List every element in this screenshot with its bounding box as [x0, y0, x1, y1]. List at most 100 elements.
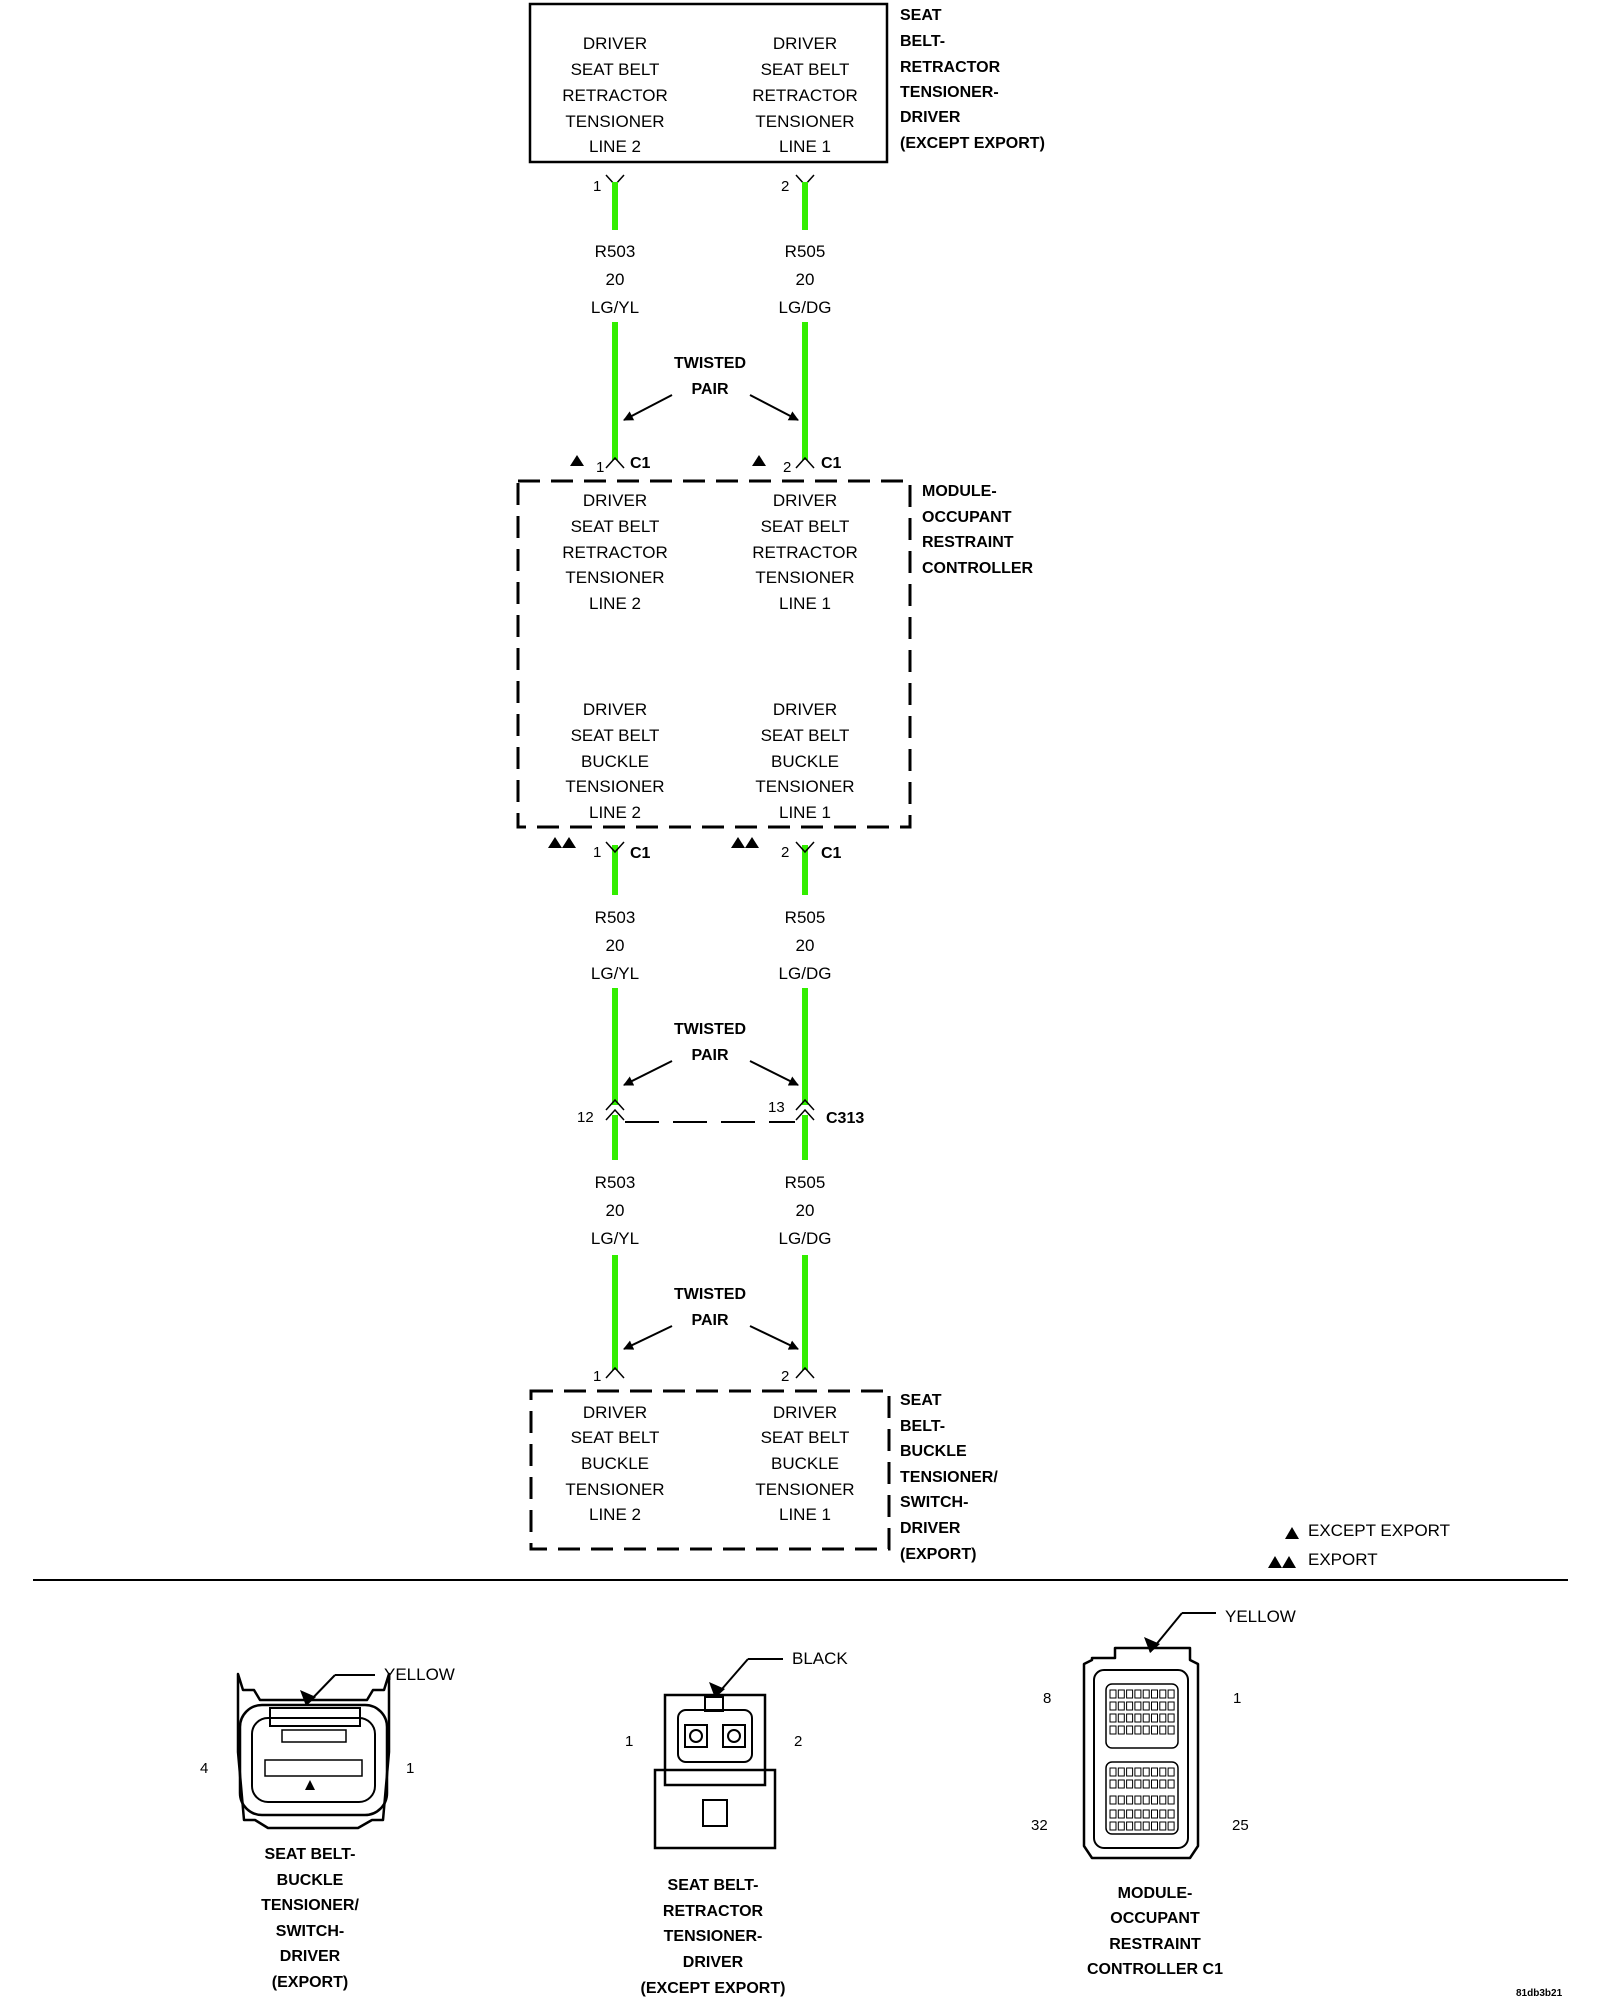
- orc-terminal-cavity: [1134, 1713, 1142, 1723]
- orc-pin-top-right: 2: [783, 459, 791, 476]
- orc-terminal-cavity: [1117, 1779, 1125, 1789]
- circuit-right-id-2: R505: [785, 908, 826, 927]
- orc-terminal-cavity: [1109, 1689, 1117, 1699]
- twisted-pair-label-1b: PAIR: [691, 381, 728, 398]
- orc-connector-block-lower: [1105, 1761, 1179, 1835]
- orc-upper-right-3: TENSIONER: [755, 568, 854, 587]
- retractor-func-right-1: SEAT BELT: [761, 60, 850, 79]
- orc-connector-top-right: C1: [821, 455, 842, 472]
- circuit-left-color-3: LG/YL: [591, 1229, 639, 1248]
- orc-pin-top-left-symbol: [605, 456, 625, 469]
- orc-terminal-cavity: [1151, 1767, 1158, 1777]
- orc-terminal-cavity: [1109, 1779, 1117, 1789]
- retractor-func-right-4: LINE 1: [779, 137, 831, 156]
- orc-lower-left-2: BUCKLE: [581, 752, 649, 771]
- orc-lower-right-2: BUCKLE: [771, 752, 839, 771]
- orc-terminal-cavity: [1167, 1689, 1175, 1699]
- circuit-left-id-1: R503: [595, 242, 636, 261]
- orc-pin-bottom-right-symbol: [795, 841, 815, 854]
- orc-view-pin-tr: 1: [1233, 1690, 1241, 1707]
- orc-terminal-cavity: [1167, 1725, 1175, 1735]
- export-marker-2b: [745, 837, 759, 848]
- legend: EXCEPT EXPORT EXPORT: [1268, 1521, 1450, 1569]
- circuit-left-id-2: R503: [595, 908, 636, 927]
- orc-terminal-cavity: [1109, 1795, 1117, 1805]
- retractor-view-title-1: RETRACTOR: [663, 1903, 764, 1920]
- orc-terminal-cavity: [1109, 1809, 1117, 1819]
- retractor-component: DRIVER SEAT BELT RETRACTOR TENSIONER LIN…: [528, 2, 1045, 164]
- buckle-pin-right: 2: [781, 1368, 789, 1385]
- orc-terminal-cavity: [1159, 1701, 1167, 1711]
- circuit-left-color-1: LG/YL: [591, 298, 639, 317]
- orc-terminal-cavity: [1134, 1689, 1142, 1699]
- orc-upper-left-2: RETRACTOR: [562, 543, 667, 562]
- twisted-pair-arrow-2-left: [623, 1060, 673, 1086]
- orc-terminal-cavity: [1159, 1689, 1167, 1699]
- orc-upper-left-3: TENSIONER: [565, 568, 664, 587]
- orc-terminal-cavity: [1126, 1767, 1134, 1777]
- connector-view-buckle: 4 1 YELLOW SEAT BELT- BUCKLE TENSIONER/ …: [200, 1665, 455, 1991]
- orc-terminal-cavity: [1151, 1821, 1158, 1831]
- export-marker-2a: [731, 837, 745, 848]
- orc-connector-pins: [1109, 1689, 1175, 1831]
- twisted-pair-arrow-1-left: [623, 394, 673, 421]
- wires: [612, 182, 808, 1370]
- orc-connector-face: [1093, 1669, 1189, 1849]
- orc-terminal-cavity: [1134, 1779, 1142, 1789]
- retractor-connector-latch: [704, 1696, 724, 1712]
- retractor-func-left-3: TENSIONER: [565, 112, 664, 131]
- figure-id: 81db3b21: [1516, 1988, 1563, 1999]
- buckle-title-2: BUCKLE: [900, 1443, 967, 1460]
- buckle-pin-right-symbol: [795, 1366, 815, 1379]
- orc-terminal-cavity: [1117, 1701, 1125, 1711]
- buckle-color-arrowhead: [300, 1690, 316, 1706]
- orc-terminal-cavity: [1142, 1779, 1150, 1789]
- retractor-connector-window: [702, 1799, 728, 1827]
- orc-color-arrowhead: [1144, 1637, 1160, 1653]
- c313-pin-right-symbol-a: [795, 1098, 815, 1111]
- orc-view-title-0: MODULE-: [1118, 1885, 1193, 1902]
- orc-terminal-cavity: [1117, 1713, 1125, 1723]
- orc-terminal-cavity: [1109, 1821, 1117, 1831]
- orc-terminal-cavity: [1117, 1821, 1125, 1831]
- buckle-connector-row1: [281, 1729, 347, 1743]
- orc-terminal-cavity: [1159, 1767, 1167, 1777]
- c313-pin-right: 13: [768, 1099, 785, 1116]
- buckle-box: [529, 1389, 891, 1551]
- legend-export: EXPORT: [1308, 1550, 1378, 1569]
- buckle-func-left-4: LINE 2: [589, 1505, 641, 1524]
- orc-lower-right-0: DRIVER: [773, 700, 837, 719]
- orc-terminal-cavity: [1126, 1713, 1134, 1723]
- circuit-left-color-2: LG/YL: [591, 964, 639, 983]
- orc-view-pin-tl: 8: [1043, 1690, 1051, 1707]
- export-marker-1b: [562, 837, 576, 848]
- buckle-connector-row2: [264, 1759, 363, 1777]
- buckle-func-right-0: DRIVER: [773, 1403, 837, 1422]
- retractor-view-title-4: (EXCEPT EXPORT): [641, 1980, 786, 1997]
- orc-lower-left-3: TENSIONER: [565, 777, 664, 796]
- connector-view-retractor: 1 2 BLACK SEAT BELT- RETRACTOR TENSIONER…: [625, 1649, 848, 1997]
- buckle-pin-left-symbol: [605, 1366, 625, 1379]
- retractor-title-3: TENSIONER-: [900, 84, 999, 101]
- retractor-connector-base: [653, 1768, 777, 1850]
- buckle-connector-face: [238, 1703, 389, 1817]
- orc-terminal-cavity: [1126, 1779, 1134, 1789]
- orc-terminal-cavity: [1167, 1821, 1175, 1831]
- buckle-func-right-4: LINE 1: [779, 1505, 831, 1524]
- retractor-view-title-3: DRIVER: [683, 1954, 744, 1971]
- orc-lower-right-3: TENSIONER: [755, 777, 854, 796]
- circuit-right-color-3: LG/DG: [779, 1229, 832, 1248]
- orc-terminal-cavity: [1109, 1767, 1117, 1777]
- orc-connector-bottom-right: C1: [821, 845, 842, 862]
- orc-upper-right-0: DRIVER: [773, 491, 837, 510]
- circuit-right-gauge-3: 20: [796, 1201, 815, 1220]
- retractor-connector-cavity-1: [684, 1724, 708, 1748]
- orc-pin-top-right-symbol: [795, 456, 815, 469]
- orc-terminal-cavity: [1126, 1725, 1134, 1735]
- orc-terminal-cavity: [1109, 1725, 1117, 1735]
- orc-terminal-cavity: [1167, 1779, 1175, 1789]
- orc-component: DRIVER SEAT BELT RETRACTOR TENSIONER LIN…: [516, 479, 1034, 829]
- orc-connector-block-upper: [1105, 1683, 1179, 1749]
- twisted-pair-arrow-3-left: [623, 1325, 673, 1350]
